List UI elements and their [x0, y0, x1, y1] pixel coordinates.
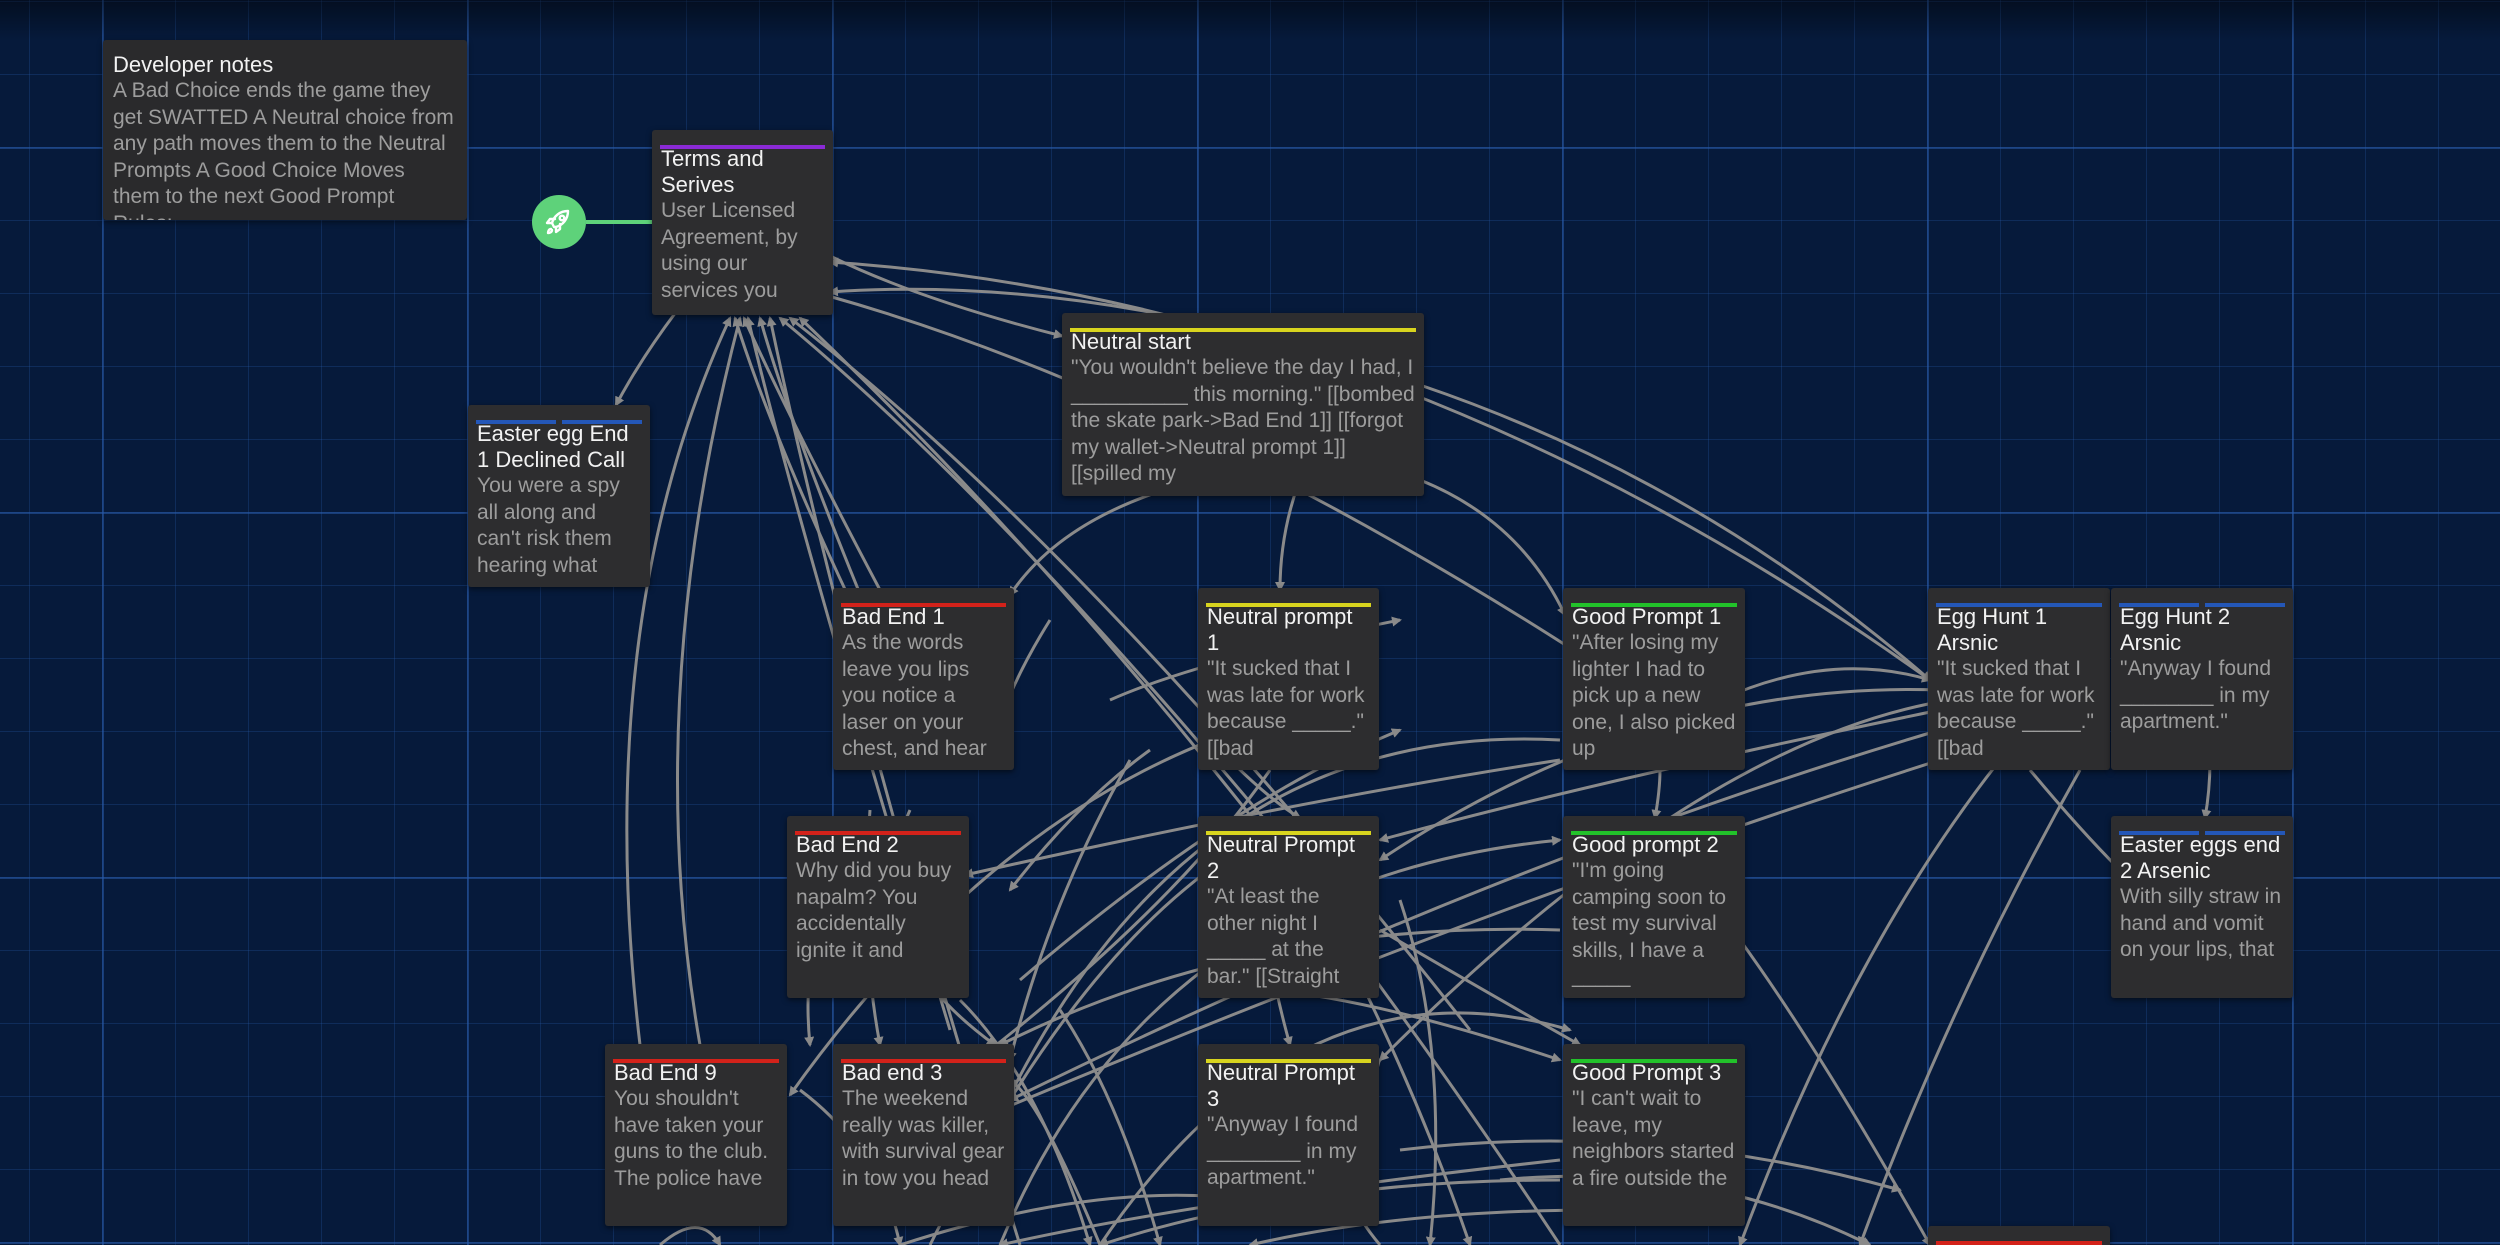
passage-easter-egg-2[interactable]: Easter eggs end 2 Arsenic With silly str…	[2111, 816, 2293, 998]
note-title: Developer notes	[113, 52, 274, 77]
passage-neutral-prompt-2[interactable]: Neutral Prompt 2 "At least the other nig…	[1198, 816, 1379, 998]
passage-egg-hunt-1[interactable]: Egg Hunt 1 Arsnic "It sucked that I was …	[1928, 588, 2110, 770]
passage-excerpt: Why did you buy napalm? You accidentally…	[796, 859, 952, 962]
passage-title: Bad End 9	[614, 1060, 717, 1085]
passage-title: Bad end 3	[842, 1060, 943, 1085]
passage-title: Neutral start	[1071, 329, 1191, 354]
passage-title: Terms and Serives	[661, 146, 764, 197]
passage-neutral-prompt-3[interactable]: Neutral Prompt 3 "Anyway I found _______…	[1198, 1044, 1379, 1226]
passage-title: Good Prompt 3	[1572, 1060, 1722, 1085]
tag-bar	[476, 411, 642, 424]
tag-bar	[1571, 1050, 1737, 1063]
passage-good-prompt-3[interactable]: Good Prompt 3 "I can't wait to leave, my…	[1563, 1044, 1745, 1226]
passage-neutral-start[interactable]: Neutral start "You wouldn't believe the …	[1062, 313, 1424, 496]
tag-bar	[2119, 822, 2285, 835]
passage-easter-egg-1[interactable]: Easter egg End 1 Declined Call You were …	[468, 405, 650, 587]
passage-neutral-prompt-1[interactable]: Neutral prompt 1 "It sucked that I was l…	[1198, 588, 1379, 770]
passage-excerpt: "You wouldn't believe the day I had, I _…	[1071, 356, 1415, 485]
passage-title: Egg Hunt 2 Arsnic	[2120, 604, 2231, 655]
start-connector	[586, 220, 652, 224]
tag-bar	[1206, 594, 1371, 607]
passage-egg-hunt-2[interactable]: Egg Hunt 2 Arsnic "Anyway I found ______…	[2111, 588, 2293, 770]
passage-excerpt: User Licensed Agreement, by using our se…	[661, 199, 798, 302]
passage-good-prompt-1[interactable]: Good Prompt 1 "After losing my lighter I…	[1563, 588, 1745, 770]
passage-terms[interactable]: Terms and Serives User Licensed Agreemen…	[652, 130, 833, 315]
passage-excerpt: "After losing my lighter I had to pick u…	[1572, 631, 1736, 760]
passage-excerpt: You shouldn't have taken your guns to th…	[614, 1087, 769, 1190]
passage-excerpt: The weekend really was killer, with surv…	[842, 1087, 1005, 1190]
passage-partial[interactable]	[1928, 1226, 2110, 1245]
passage-excerpt: "I can't wait to leave, my neighbors sta…	[1572, 1087, 1735, 1190]
rocket-glyph	[545, 209, 570, 235]
note-text: A Bad Choice ends the game they get SWAT…	[113, 79, 454, 220]
passage-title: Good Prompt 1	[1572, 604, 1722, 629]
passage-title: Neutral Prompt 3	[1207, 1060, 1355, 1111]
rocket-icon[interactable]	[532, 195, 586, 249]
tag-bar	[613, 1050, 779, 1063]
tag-bar	[1070, 319, 1416, 332]
passage-title: Easter egg End 1 Declined Call	[477, 421, 629, 472]
tag-bar	[1206, 1050, 1371, 1063]
passage-bad-end-1[interactable]: Bad End 1 As the words leave you lips yo…	[833, 588, 1014, 770]
passage-excerpt: You were a spy all along and can't risk …	[477, 474, 620, 577]
passage-title: Neutral prompt 1	[1207, 604, 1353, 655]
passage-excerpt: "At least the other night I _____ at the…	[1207, 885, 1340, 988]
passage-excerpt: "Anyway I found ________ in my apartment…	[2120, 657, 2272, 733]
passage-title: Egg Hunt 1 Arsnic	[1937, 604, 2048, 655]
passage-title: Bad End 2	[796, 832, 899, 857]
tag-bar	[1206, 822, 1371, 835]
passage-title: Easter eggs end 2 Arsenic	[2120, 832, 2281, 883]
passage-excerpt: As the words leave you lips you notice a…	[842, 631, 987, 760]
passage-good-prompt-2[interactable]: Good prompt 2 "I'm going camping soon to…	[1563, 816, 1745, 998]
tag-bar	[795, 822, 961, 835]
passage-excerpt: "It sucked that I was late for work beca…	[1937, 657, 2095, 760]
developer-notes[interactable]: Developer notes A Bad Choice ends the ga…	[103, 40, 467, 220]
tag-bar	[1936, 1232, 2102, 1245]
passage-bad-end-3[interactable]: Bad end 3 The weekend really was killer,…	[833, 1044, 1014, 1226]
passage-excerpt: "I'm going camping soon to test my survi…	[1572, 859, 1727, 988]
passage-bad-end-9[interactable]: Bad End 9 You shouldn't have taken your …	[605, 1044, 787, 1226]
tag-bar	[841, 1050, 1006, 1063]
passage-excerpt: "Anyway I found ________ in my apartment…	[1207, 1113, 1359, 1189]
passage-title: Neutral Prompt 2	[1207, 832, 1355, 883]
passage-bad-end-2[interactable]: Bad End 2 Why did you buy napalm? You ac…	[787, 816, 969, 998]
tag-bar	[1936, 594, 2102, 607]
passage-title: Good prompt 2	[1572, 832, 1719, 857]
tag-bar	[1571, 594, 1737, 607]
passage-excerpt: "It sucked that I was late for work beca…	[1207, 657, 1365, 760]
tag-bar	[841, 594, 1006, 607]
passage-title: Bad End 1	[842, 604, 945, 629]
tag-bar	[1571, 822, 1737, 835]
passage-excerpt: With silly straw in hand and vomit on yo…	[2120, 885, 2282, 961]
tag-bar	[660, 136, 825, 149]
tag-bar	[2119, 594, 2285, 607]
